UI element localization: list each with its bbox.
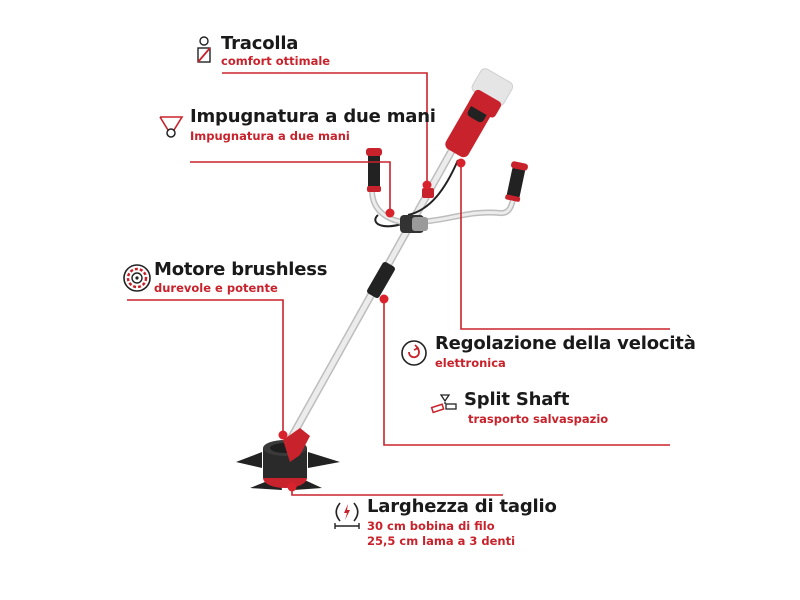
feature-subtitle: durevole e potente xyxy=(154,281,278,295)
feature-subtitle: comfort ottimale xyxy=(221,54,331,68)
shoulder-strap-icon xyxy=(197,36,211,63)
feature-title: Impugnatura a due mani xyxy=(190,106,436,127)
motor-housing xyxy=(445,68,514,158)
speed-dial-icon xyxy=(401,340,427,366)
brushless-motor-icon xyxy=(123,264,151,292)
feature-title: Larghezza di taglio xyxy=(367,496,557,517)
feature-subtitle: Impugnatura a due mani xyxy=(190,129,350,143)
feature-subtitle-2: 25,5 cm lama a 3 denti xyxy=(367,534,516,548)
feature-subtitle: trasporto salvaspazio xyxy=(468,412,609,426)
feature-subtitle: elettronica xyxy=(435,356,506,370)
two-hand-grip-icon xyxy=(159,116,184,138)
feature-title: Tracolla xyxy=(221,33,299,54)
feature-title: Split Shaft xyxy=(464,389,570,410)
feature-title: Regolazione della velocità xyxy=(435,333,696,354)
feature-subtitle-1: 30 cm bobina di filo xyxy=(367,519,495,533)
feature-title: Motore brushless xyxy=(154,259,328,280)
cutting-width-icon xyxy=(334,502,360,529)
split-shaft-icon xyxy=(430,394,457,414)
callout-dots xyxy=(278,158,466,492)
